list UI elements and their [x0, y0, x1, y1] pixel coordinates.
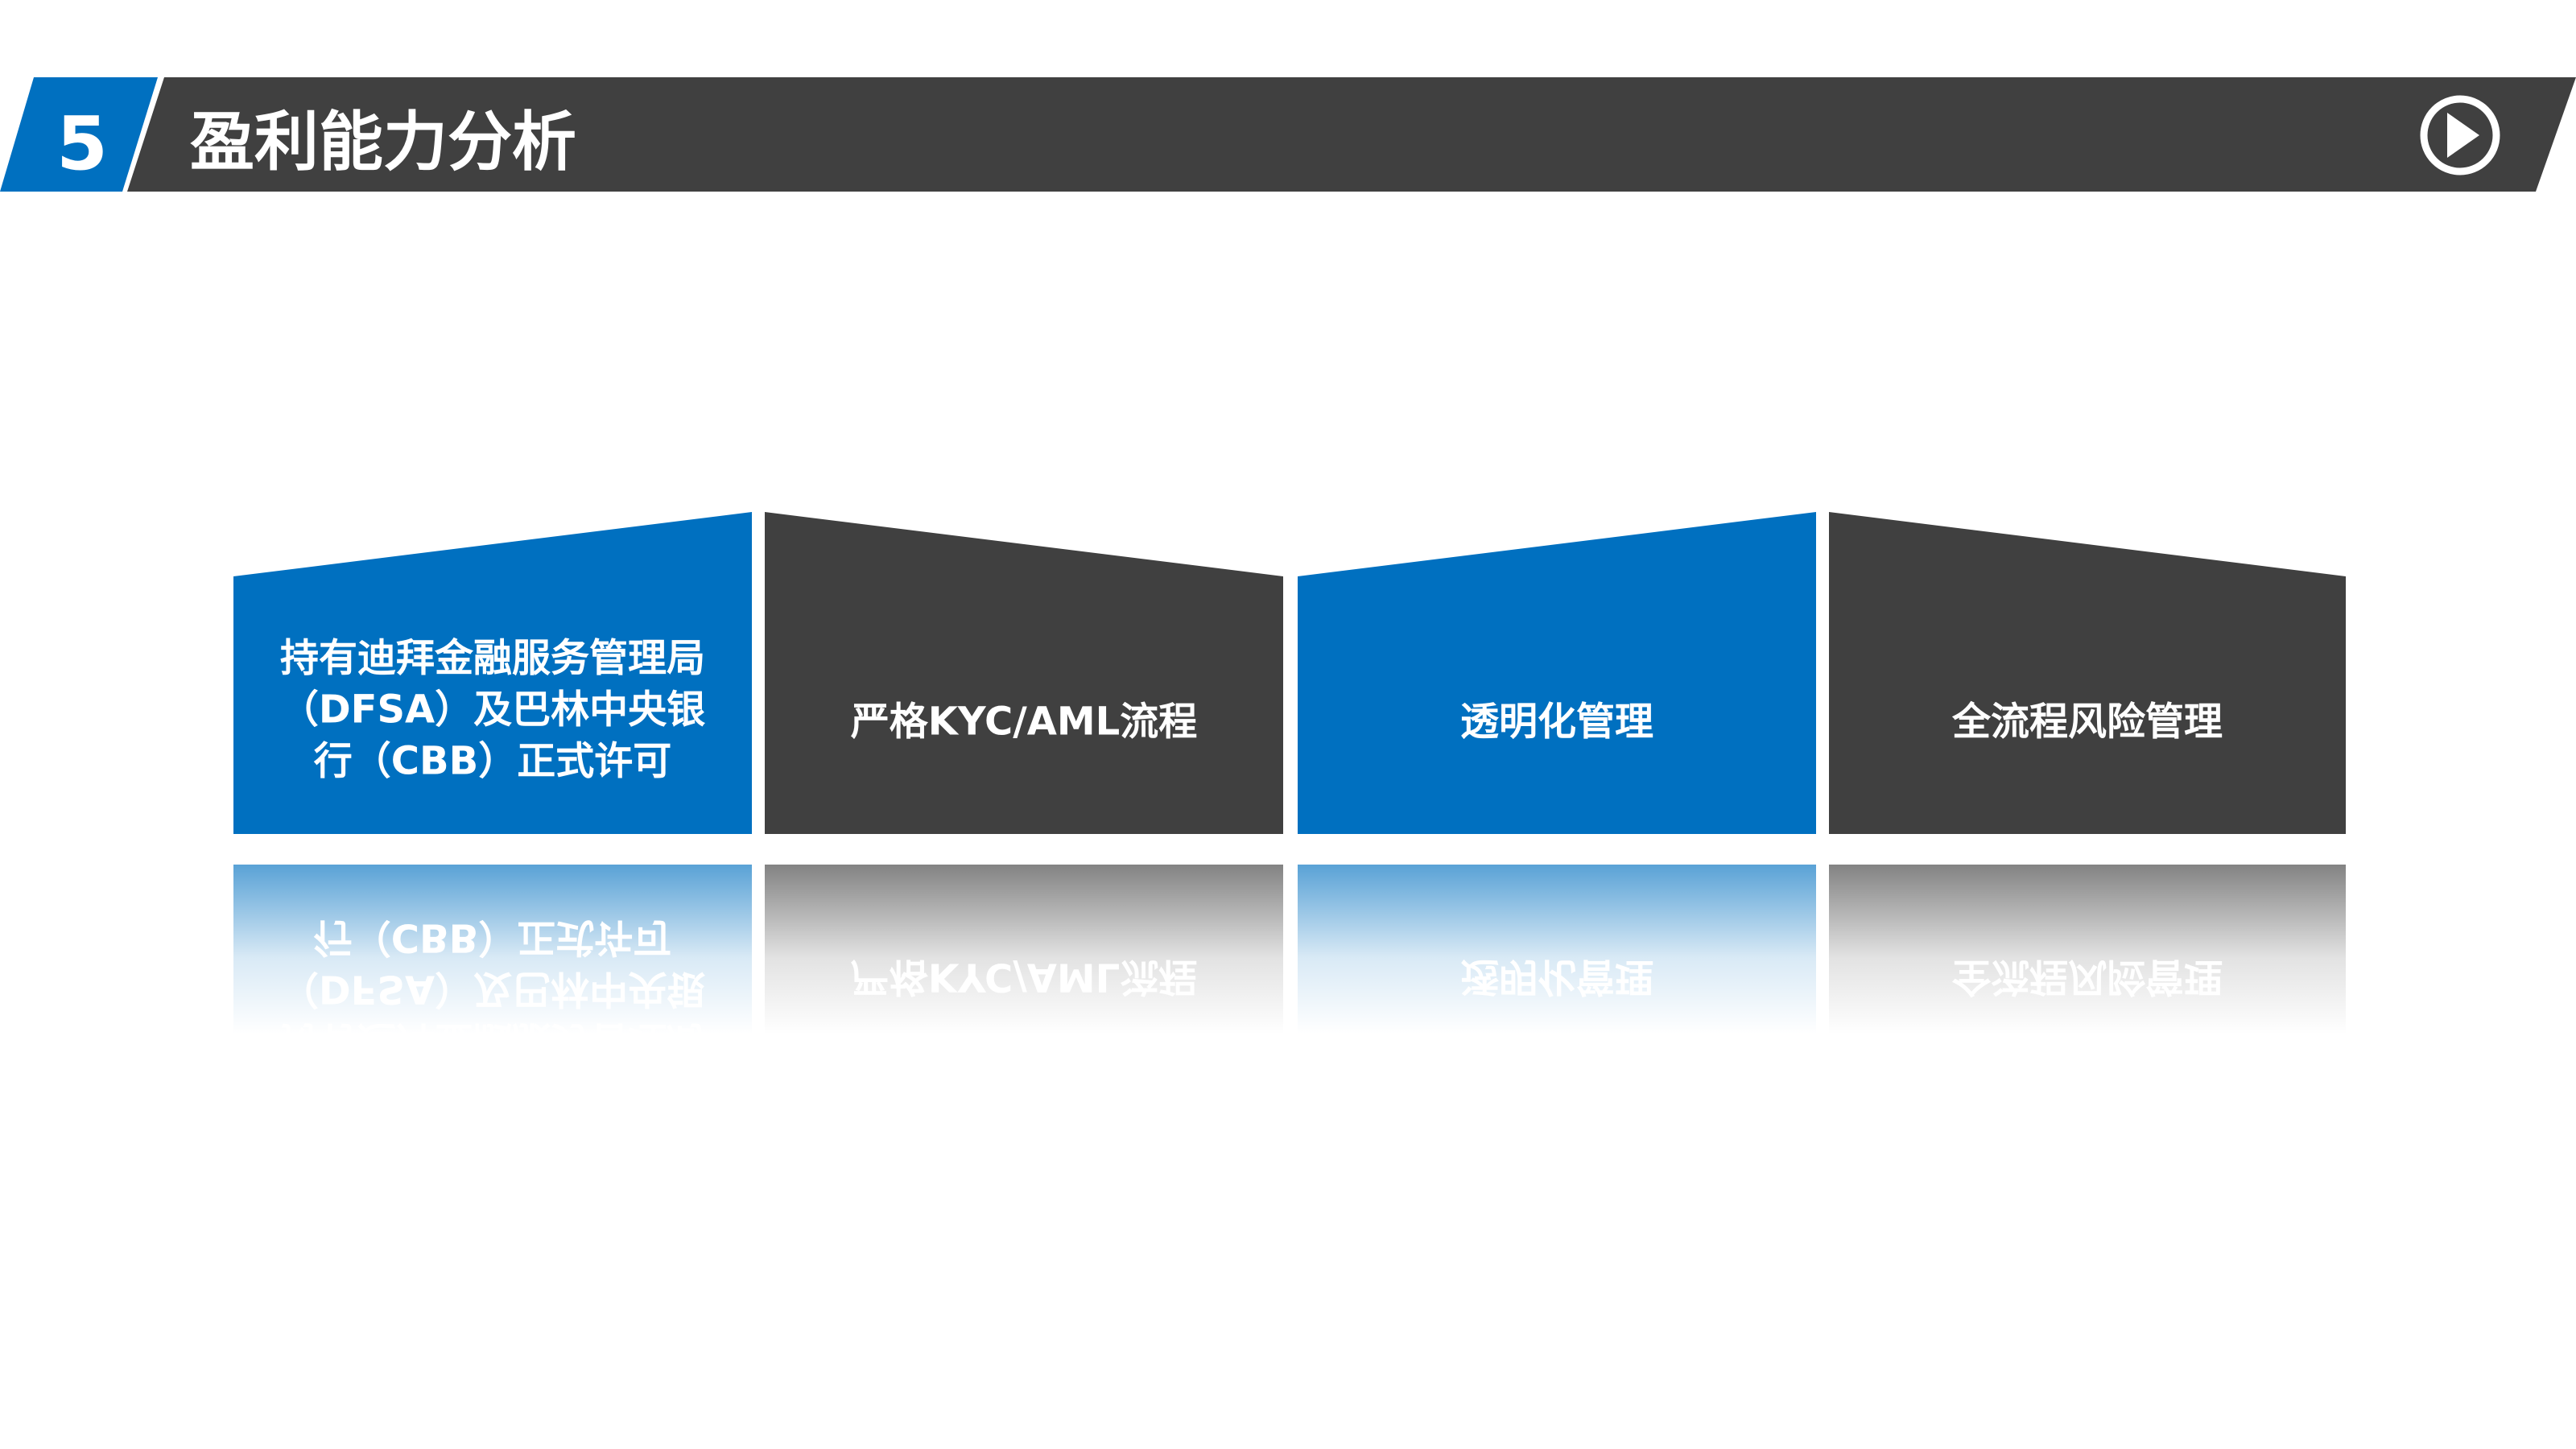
- card-reflection-3: 透明化管理: [1298, 865, 1816, 1034]
- reflection-fade: [1298, 865, 1816, 1034]
- card-label-line: 透明化管理: [1460, 699, 1653, 744]
- card-reflection-2: 严格KYC/AML流程: [765, 865, 1283, 1034]
- section-number-badge: [0, 77, 158, 192]
- card-label-line: 行（CBB）正式许可: [314, 738, 671, 783]
- card-label-line: （DFSA）及巴林中央银: [280, 687, 705, 732]
- card-shape: [1829, 512, 2346, 834]
- card-3: 透明化管理: [1298, 512, 1816, 834]
- section-number: 5: [56, 101, 108, 187]
- title-banner: [127, 77, 2576, 192]
- card-4: 全流程风险管理: [1829, 512, 2346, 834]
- reflection-fade: [1829, 865, 2346, 1034]
- play-circle-icon[interactable]: [2420, 95, 2500, 175]
- reflection-fade: [765, 865, 1283, 1034]
- page-title: 盈利能力分析: [190, 105, 576, 180]
- card-shape: [1298, 512, 1816, 834]
- header-bar: 5 盈利能力分析: [0, 77, 2576, 192]
- card-shape: [233, 512, 752, 834]
- card-label-line: 持有迪拜金融服务管理局: [280, 635, 705, 680]
- card-reflection-4: 全流程风险管理: [1829, 865, 2346, 1034]
- card-label-line: 全流程风险管理: [1951, 699, 2223, 744]
- reflection-fade: [233, 865, 752, 1034]
- card-2: 严格KYC/AML流程: [765, 512, 1283, 834]
- card-label-line: 严格KYC/AML流程: [851, 699, 1198, 744]
- card-shape: [765, 512, 1283, 834]
- cards-reflection: 持有迪拜金融服务管理局（DFSA）及巴林中央银行（CBB）正式许可严格KYC/A…: [233, 865, 2346, 1034]
